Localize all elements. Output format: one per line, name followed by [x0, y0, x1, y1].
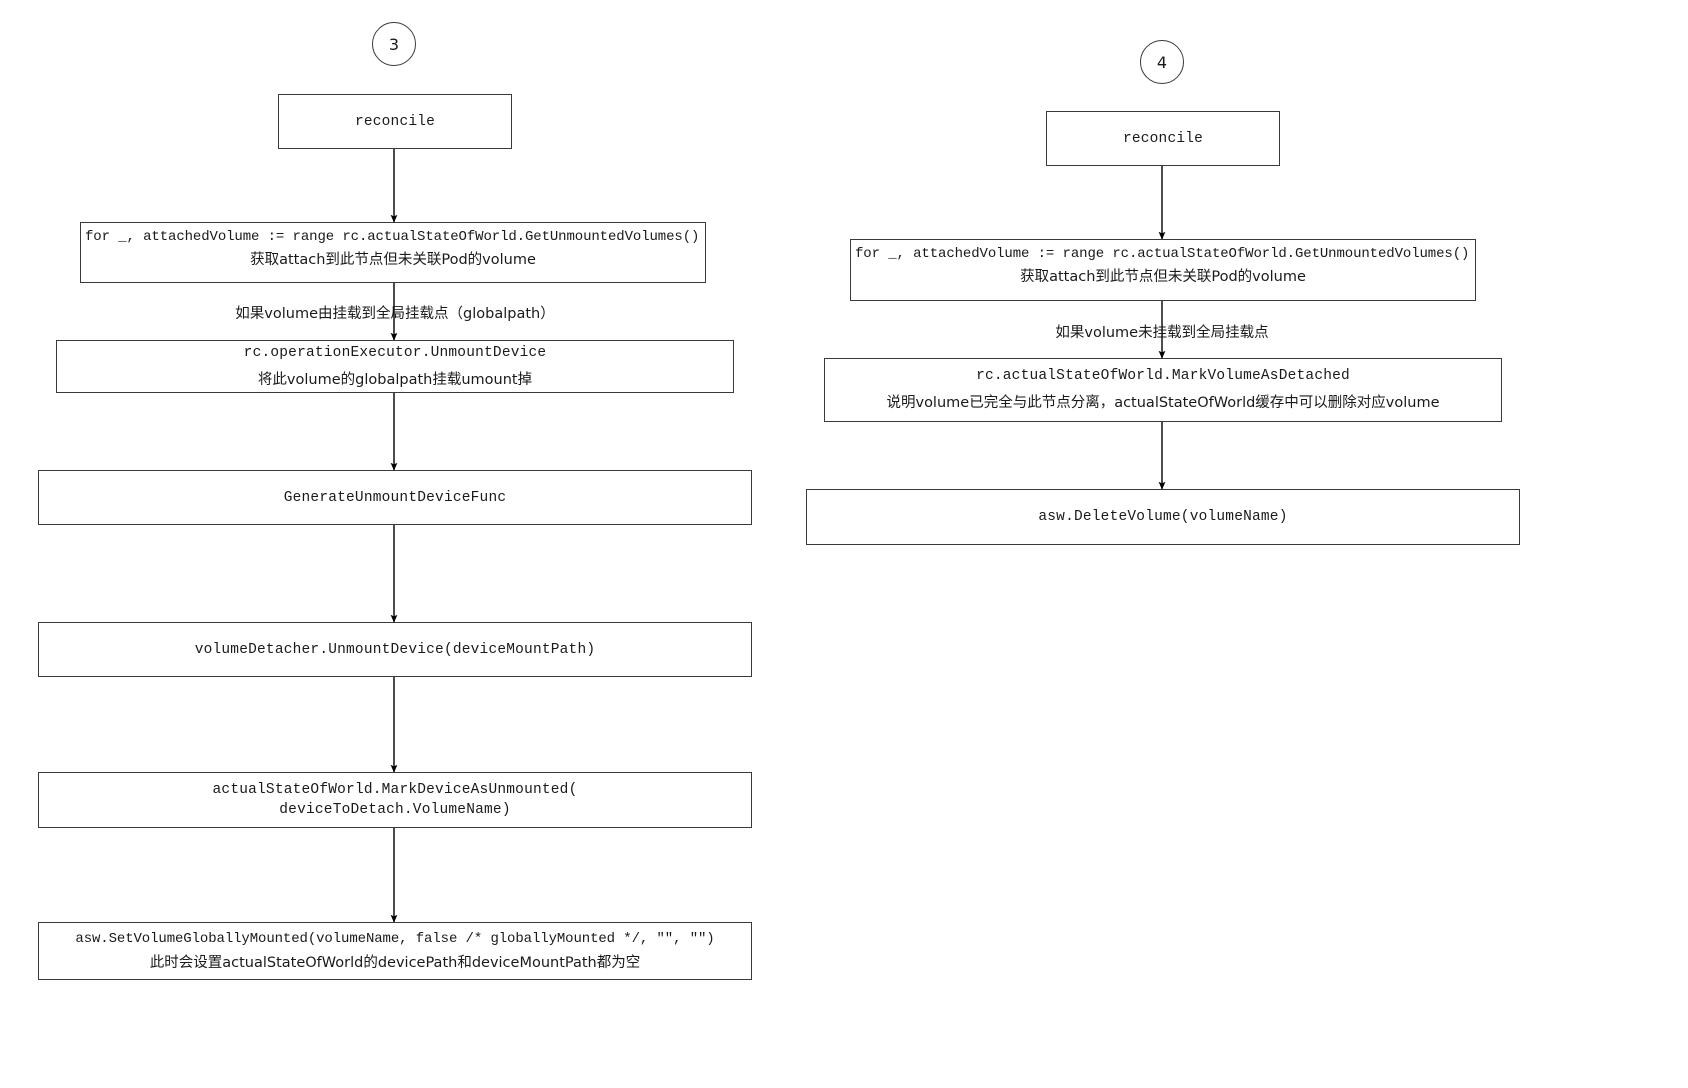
node-reconcile-right-code: reconcile	[1122, 130, 1204, 147]
node-delete-volume-code: asw.DeleteVolume(volumeName)	[1038, 509, 1288, 525]
node-volume-detacher[interactable]: volumeDetacher.UnmountDevice(deviceMount…	[38, 622, 752, 677]
flow-marker-3[interactable]: 3	[372, 22, 416, 66]
node-mark-volume-detached-code: rc.actualStateOfWorld.MarkVolumeAsDetach…	[976, 368, 1350, 384]
node-for-range-left-note: 获取attach到此节点但未关联Pod的volume	[250, 252, 536, 268]
node-for-range-left-code: for _, attachedVolume := range rc.actual…	[85, 229, 700, 245]
node-mark-volume-detached-note: 说明volume已完全与此节点分离，actualStateOfWorld缓存中可…	[886, 395, 1440, 411]
node-for-range-right[interactable]: for _, attachedVolume := range rc.actual…	[850, 239, 1476, 301]
node-set-volume-globally-mounted[interactable]: asw.SetVolumeGloballyMounted(volumeName,…	[38, 922, 752, 980]
node-mark-device-unmounted-code: actualStateOfWorld.MarkDeviceAsUnmounted…	[212, 782, 578, 818]
node-set-volume-globally-mounted-code: asw.SetVolumeGloballyMounted(volumeName,…	[75, 930, 715, 947]
node-unmount-device-left-note: 将此volume的globalpath挂载umount掉	[257, 371, 533, 388]
node-generate-unmount-func-code: GenerateUnmountDeviceFunc	[283, 489, 507, 506]
node-mark-device-unmounted[interactable]: actualStateOfWorld.MarkDeviceAsUnmounted…	[38, 772, 752, 828]
node-delete-volume[interactable]: asw.DeleteVolume(volumeName)	[806, 489, 1520, 545]
edge-label-not-mounted: 如果volume未挂载到全局挂载点	[1055, 325, 1269, 341]
node-for-range-left[interactable]: for _, attachedVolume := range rc.actual…	[80, 222, 706, 283]
node-volume-detacher-code: volumeDetacher.UnmountDevice(deviceMount…	[194, 641, 596, 658]
node-for-range-right-note: 获取attach到此节点但未关联Pod的volume	[1020, 269, 1306, 285]
node-mark-volume-detached[interactable]: rc.actualStateOfWorld.MarkVolumeAsDetach…	[824, 358, 1502, 422]
flow-marker-4-label: 4	[1156, 52, 1168, 72]
node-unmount-device-left-code: rc.operationExecutor.UnmountDevice	[243, 344, 547, 361]
node-reconcile-right[interactable]: reconcile	[1046, 111, 1280, 166]
node-generate-unmount-func[interactable]: GenerateUnmountDeviceFunc	[38, 470, 752, 525]
node-reconcile-left[interactable]: reconcile	[278, 94, 512, 149]
edge-label-globalpath: 如果volume由挂载到全局挂载点（globalpath）	[235, 306, 555, 322]
node-reconcile-left-code: reconcile	[354, 113, 436, 130]
node-set-volume-globally-mounted-note: 此时会设置actualStateOfWorld的devicePath和devic…	[149, 954, 641, 971]
flow-marker-3-label: 3	[388, 34, 400, 54]
node-for-range-right-code: for _, attachedVolume := range rc.actual…	[855, 246, 1470, 262]
node-unmount-device-left[interactable]: rc.operationExecutor.UnmountDevice 将此vol…	[56, 340, 734, 393]
flow-marker-4[interactable]: 4	[1140, 40, 1184, 84]
